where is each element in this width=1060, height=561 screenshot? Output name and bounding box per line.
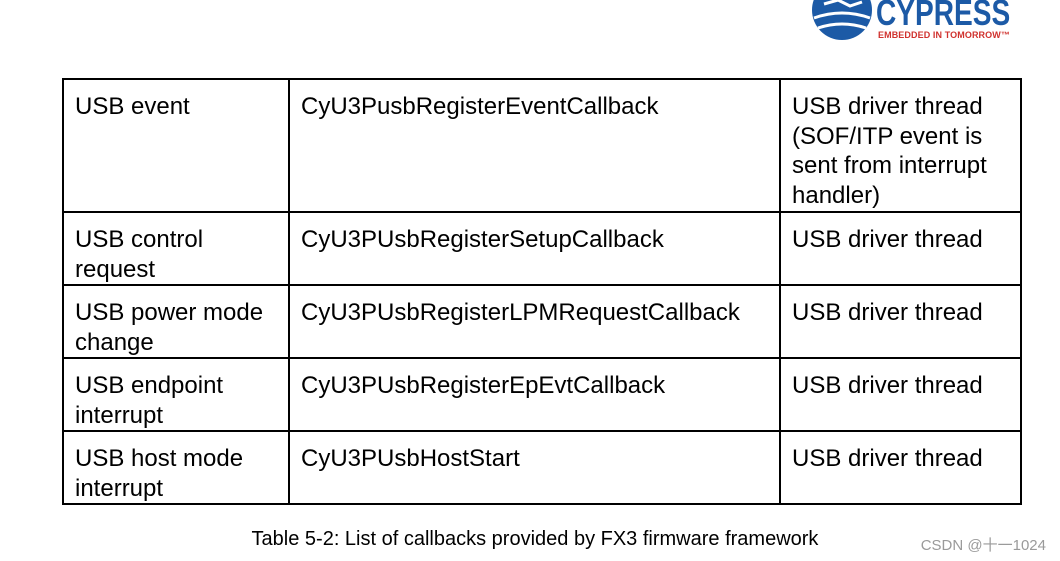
- brand-name: CYPRESS: [876, 0, 1011, 33]
- context-cell: USB driver thread: [779, 284, 1022, 359]
- brand-tagline: EMBEDDED IN TOMORROW™: [878, 30, 1010, 40]
- context-cell: USB driver thread (SOF/ITP event is sent…: [779, 78, 1022, 213]
- table-caption: Table 5-2: List of callbacks provided by…: [251, 528, 819, 550]
- callbacks-table: USB event CyU3PusbRegisterEventCallback …: [62, 78, 1022, 505]
- event-cell: USB host mode interrupt: [62, 430, 290, 505]
- cypress-logo: CYPRESS EMBEDDED IN TOMORROW™: [810, 0, 1010, 44]
- table-row: USB endpoint interrupt CyU3PUsbRegisterE…: [62, 357, 1022, 432]
- table-row: USB power mode change CyU3PUsbRegisterLP…: [62, 284, 1022, 359]
- api-cell: CyU3PUsbHostStart: [288, 430, 781, 505]
- table-row: USB control request CyU3PUsbRegisterSetu…: [62, 211, 1022, 286]
- table-row: USB event CyU3PusbRegisterEventCallback …: [62, 78, 1022, 213]
- table-row: USB host mode interrupt CyU3PUsbHostStar…: [62, 430, 1022, 505]
- event-cell: USB power mode change: [62, 284, 290, 359]
- globe-icon: [812, 0, 872, 40]
- api-cell: CyU3PUsbRegisterLPMRequestCallback: [288, 284, 781, 359]
- context-cell: USB driver thread: [779, 430, 1022, 505]
- event-cell: USB endpoint interrupt: [62, 357, 290, 432]
- context-cell: USB driver thread: [779, 211, 1022, 286]
- context-cell: USB driver thread: [779, 357, 1022, 432]
- event-cell: USB control request: [62, 211, 290, 286]
- event-cell: USB event: [62, 78, 290, 213]
- watermark: CSDN @十一1024: [920, 537, 1046, 554]
- api-cell: CyU3PUsbRegisterSetupCallback: [288, 211, 781, 286]
- api-cell: CyU3PusbRegisterEventCallback: [288, 78, 781, 213]
- api-cell: CyU3PUsbRegisterEpEvtCallback: [288, 357, 781, 432]
